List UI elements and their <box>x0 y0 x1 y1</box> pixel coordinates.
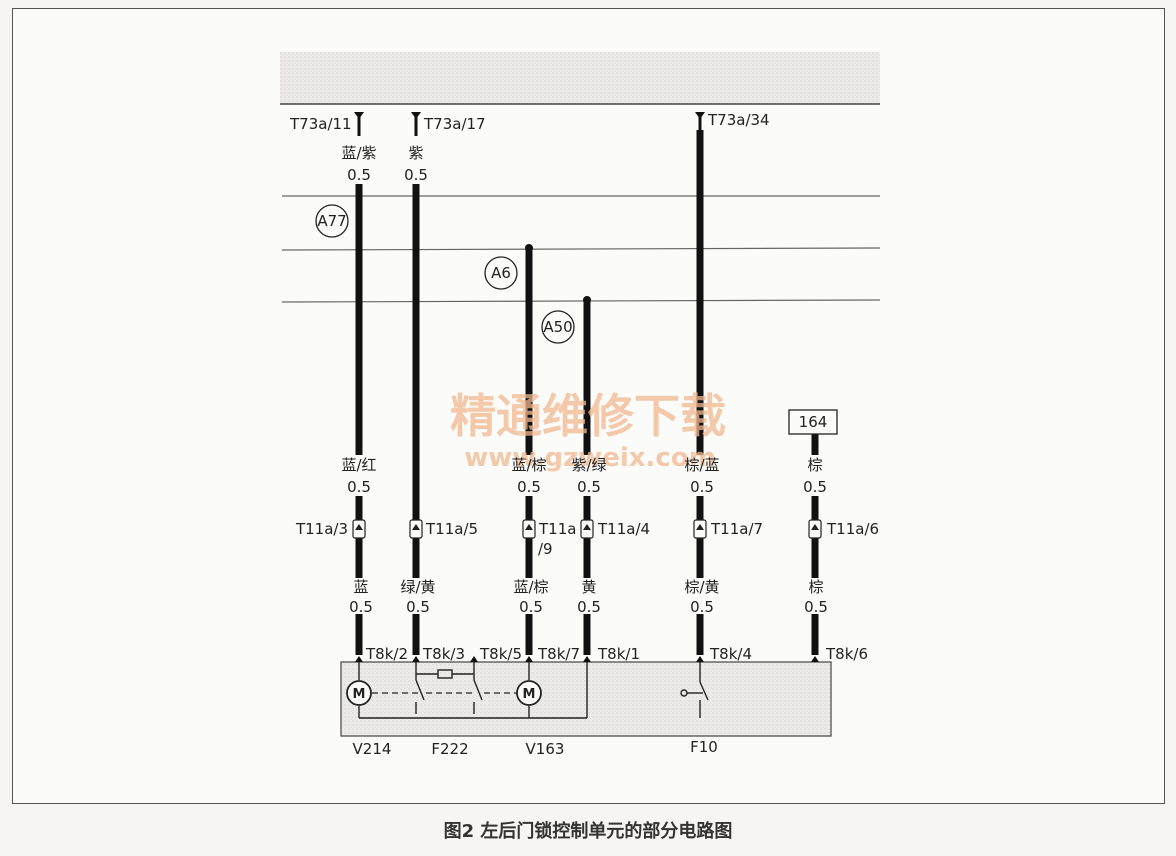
switch-f10 <box>680 681 709 701</box>
wire-1-top-color: 蓝/紫 <box>341 144 376 162</box>
wire-5-mid-gauge: 0.5 <box>690 478 714 496</box>
wire-1-bot-gauge: 0.5 <box>349 598 373 616</box>
motor-v163: M <box>516 680 542 706</box>
bus-line-3 <box>281 299 881 303</box>
inline-conn-4: T11a/4 <box>597 520 650 538</box>
svg-text:M: M <box>523 687 536 702</box>
wire-1-top-gauge: 0.5 <box>347 166 371 184</box>
wire-5-mid-color: 棕/蓝 <box>684 456 719 474</box>
top-connector-3: T73a/34 <box>707 111 770 129</box>
end-pin-2: T8k/3 <box>422 645 465 663</box>
component-f222: F222 <box>431 740 468 758</box>
end-pin-4: T8k/1 <box>597 645 640 663</box>
watermark-url: www.gzweix.com <box>464 443 716 473</box>
end-pin-6: T8k/6 <box>825 645 868 663</box>
figure-caption: 图2 左后门锁控制单元的部分电路图 <box>443 821 733 842</box>
inline-conn-2: T11a/5 <box>425 520 478 538</box>
wire-4-bot-color: 黄 <box>581 578 596 596</box>
top-connector-1: T73a/11 <box>289 115 352 133</box>
inline-conn-3-suffix: /9 <box>538 540 553 558</box>
wire-6-mid-color: 棕 <box>807 456 822 474</box>
splice-a6: A6 <box>484 256 518 290</box>
connector-arrow-3 <box>695 112 705 119</box>
connector-arrow-2 <box>411 112 421 119</box>
control-unit-band <box>280 52 880 104</box>
inline-conn-6: T11a/6 <box>826 520 879 538</box>
wire-4-bot-gauge: 0.5 <box>577 598 601 616</box>
wire-4-mid-color: 紫/绿 <box>571 456 606 474</box>
inline-conn-3: T11a <box>538 520 576 538</box>
wire-6-bot-color: 棕 <box>808 578 823 596</box>
wire-6-mid-gauge: 0.5 <box>803 478 827 496</box>
end-pin-1: T8k/2 <box>365 645 408 663</box>
connector-arrow-1 <box>354 112 364 119</box>
wire-3-bot-gauge: 0.5 <box>519 598 543 616</box>
inline-conn-5: T11a/7 <box>710 520 763 538</box>
wires <box>355 130 819 655</box>
splice-a77-label: A77 <box>317 212 346 230</box>
watermark-cn: 精通维修下载 <box>450 389 726 443</box>
end-pin-5: T8k/4 <box>709 645 752 663</box>
end-pin-extra: T8k/5 <box>479 645 522 663</box>
component-v163: V163 <box>526 740 565 758</box>
splice-a6-label: A6 <box>491 264 511 282</box>
splice-a50: A50 <box>541 310 575 344</box>
splice-dot-a50 <box>583 296 591 304</box>
wire-1-mid-color: 蓝/红 <box>341 456 376 474</box>
motor-v214: M <box>346 680 372 706</box>
wire-2-top-gauge: 0.5 <box>404 166 428 184</box>
ref-box <box>788 409 838 435</box>
wire-2-top-color: 紫 <box>408 144 423 162</box>
splice-dot-a6 <box>525 244 533 252</box>
switch-f222 <box>415 679 483 714</box>
wire-4-mid-gauge: 0.5 <box>577 478 601 496</box>
end-pin-3: T8k/7 <box>537 645 580 663</box>
wire-3-bot-color: 蓝/棕 <box>513 578 548 596</box>
component-f10: F10 <box>690 738 718 756</box>
wire-5-bot-gauge: 0.5 <box>690 598 714 616</box>
door-lock-unit-box <box>340 661 832 737</box>
wire-6-bot-gauge: 0.5 <box>804 598 828 616</box>
splice-a50-label: A50 <box>543 318 572 336</box>
wire-3-mid-gauge: 0.5 <box>517 478 541 496</box>
wire-3-mid-color: 蓝/棕 <box>511 456 546 474</box>
svg-text:M: M <box>353 687 366 702</box>
wire-2-bot-color: 绿/黄 <box>400 578 435 596</box>
bus-line-2 <box>281 247 881 251</box>
wire-1-bot-color: 蓝 <box>353 578 368 596</box>
ref-box-label: 164 <box>799 413 828 431</box>
inline-conn-1: T11a/3 <box>295 520 348 538</box>
wire-1-mid-gauge: 0.5 <box>347 478 371 496</box>
wire-2-bot-gauge: 0.5 <box>406 598 430 616</box>
component-v214: V214 <box>353 740 392 758</box>
wire-5-bot-color: 棕/黄 <box>684 578 719 596</box>
splice-a77: A77 <box>315 204 349 238</box>
top-connector-2: T73a/17 <box>423 115 486 133</box>
